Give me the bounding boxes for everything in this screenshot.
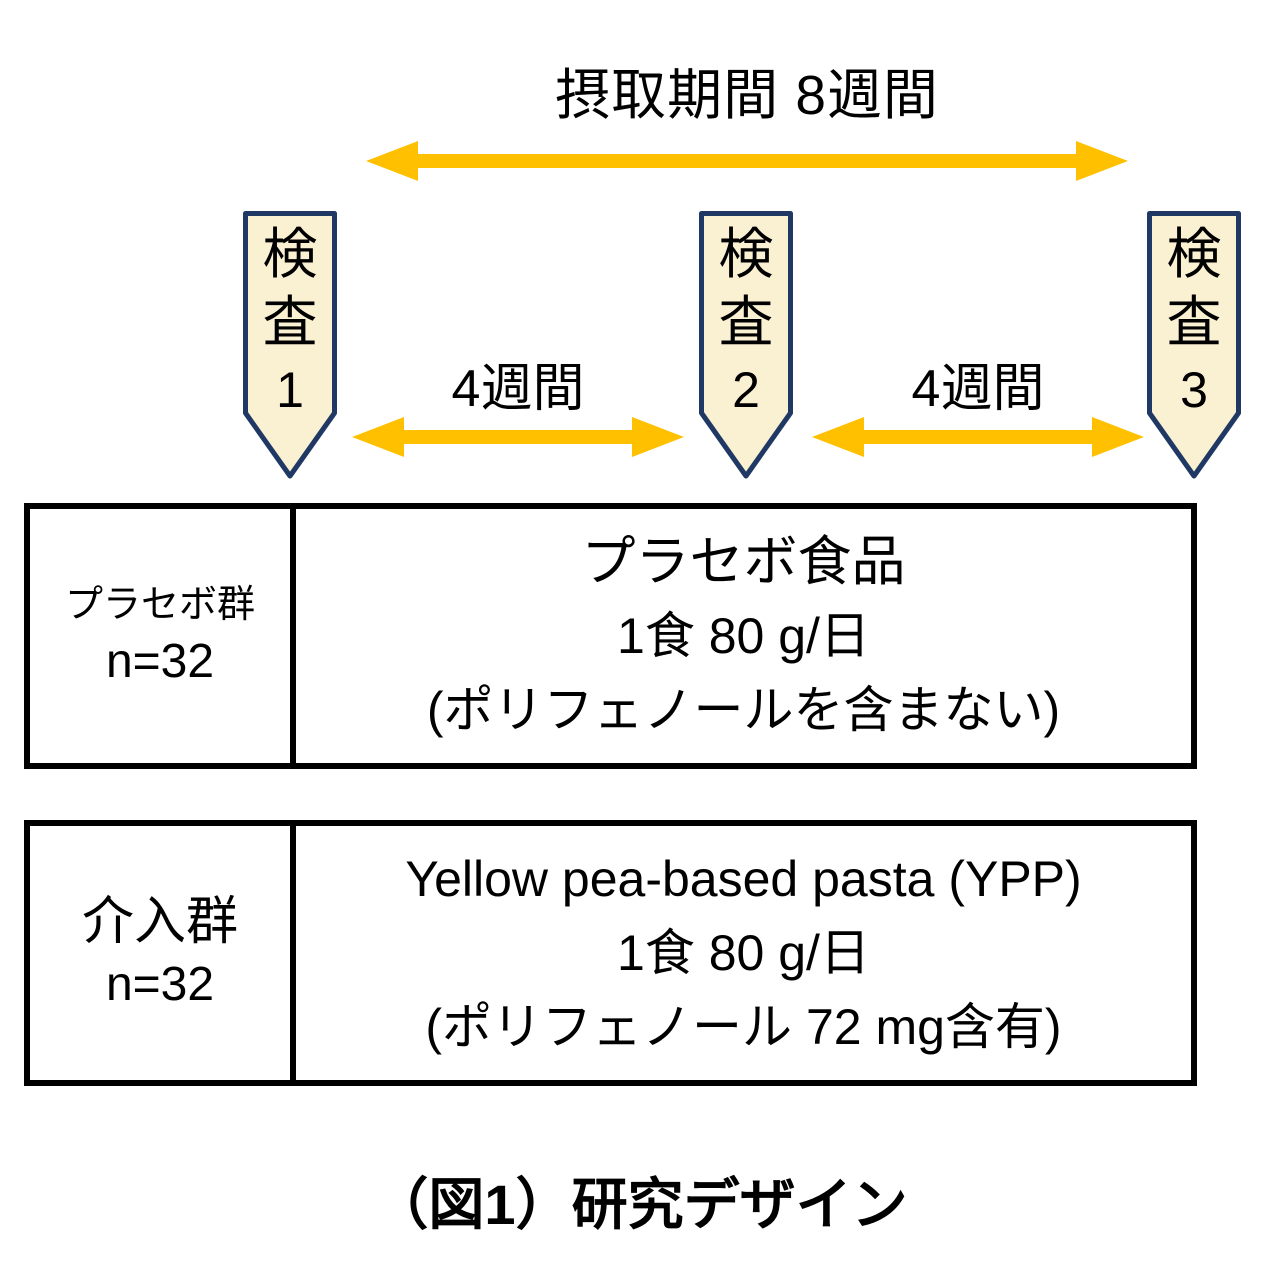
exam-marker-3-label: 検 査 3 [1146,220,1242,424]
intervention-group-description-cell: Yellow pea-based pasta (YPP) 1食 80 g/日 (… [296,826,1191,1080]
exam-char: 検 [718,223,774,285]
intake-period-label: 摂取期間 8週間 [555,64,939,126]
description-line: (ポリフェノールを含まない) [426,682,1061,738]
banner-pointer-icon [1147,211,1241,479]
interval-label-right: 4週間 [911,360,1045,418]
description-line: プラセボ食品 [581,532,906,592]
four-week-arrow-left [350,414,686,460]
exam-char: 検 [262,223,318,285]
exam-number: 3 [1180,362,1208,418]
banner-pointer-icon [699,211,793,479]
exam-number: 1 [276,362,304,418]
exam-marker-2: 検 査 2 [698,210,794,482]
exam-marker-3: 検 査 3 [1146,210,1242,482]
description-line: Yellow pea-based pasta (YPP) [405,851,1082,907]
interval-label-left: 4週間 [451,360,585,418]
description-line: 1食 80 g/日 [617,925,870,981]
exam-marker-2-label: 検 査 2 [698,220,794,424]
description-line: 1食 80 g/日 [617,608,870,664]
eight-week-arrow [364,138,1130,184]
group-name: プラセボ群 [64,584,255,626]
double-arrow-icon [366,141,1128,181]
banner-pointer-icon [243,211,337,479]
figure-caption: （図1）研究デザイン [372,1173,908,1236]
intervention-group-label-cell: 介入群 n=32 [30,826,296,1080]
description-line: (ポリフェノール 72 mg含有) [425,999,1062,1055]
group-sample-size: n=32 [105,635,215,688]
group-name: 介入群 [81,893,238,951]
placebo-group-label-cell: プラセボ群 n=32 [30,509,296,763]
exam-char: 査 [1166,291,1222,353]
double-arrow-icon [352,417,684,457]
exam-char: 査 [262,291,318,353]
exam-marker-1: 検 査 1 [242,210,338,482]
exam-marker-1-label: 検 査 1 [242,220,338,424]
placebo-group-box: プラセボ群 n=32 プラセボ食品 1食 80 g/日 (ポリフェノールを含まな… [24,503,1197,769]
double-arrow-icon [812,417,1144,457]
group-sample-size: n=32 [105,958,215,1011]
four-week-arrow-right [810,414,1146,460]
exam-char: 検 [1166,223,1222,285]
intervention-group-box: 介入群 n=32 Yellow pea-based pasta (YPP) 1食… [24,820,1197,1086]
exam-char: 査 [718,291,774,353]
exam-number: 2 [732,362,760,418]
placebo-group-description-cell: プラセボ食品 1食 80 g/日 (ポリフェノールを含まない) [296,509,1191,763]
